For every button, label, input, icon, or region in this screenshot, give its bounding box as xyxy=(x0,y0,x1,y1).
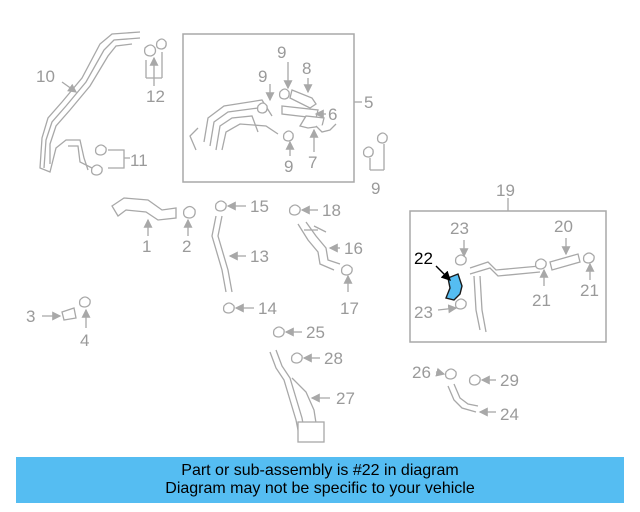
hose-1 xyxy=(111,197,177,221)
callout-11: 11 xyxy=(130,151,148,170)
clamp-25 xyxy=(272,326,285,338)
callout-28: 28 xyxy=(324,349,343,368)
pipe-assembly-10 xyxy=(39,31,141,173)
callout-9: 9 xyxy=(284,157,293,176)
hose-16 xyxy=(297,221,341,271)
callout-18: 18 xyxy=(322,201,341,220)
clamp-28 xyxy=(290,352,303,364)
hose-assembly-19 xyxy=(454,252,595,333)
subassembly-box-19 xyxy=(409,210,607,343)
pipe-assembly-27 xyxy=(269,349,325,443)
callout-25: 25 xyxy=(306,323,325,342)
banner-line-part: Part or sub-assembly is #22 in diagram xyxy=(181,462,459,479)
callout-22-highlighted: 22 xyxy=(414,249,433,268)
callout-19: 19 xyxy=(496,181,515,200)
clamp-9-right xyxy=(362,132,388,158)
clamp-12 xyxy=(143,38,167,57)
callout-9: 9 xyxy=(258,67,267,86)
leader-lines xyxy=(42,52,595,417)
plug-3 xyxy=(61,307,77,321)
info-banner: Part or sub-assembly is #22 in diagram D… xyxy=(16,457,624,503)
clamp-2 xyxy=(182,205,196,219)
clamp-4 xyxy=(78,296,91,308)
callout-15: 15 xyxy=(250,197,269,216)
callout-20: 20 xyxy=(554,217,573,236)
clamp-18 xyxy=(288,204,301,216)
callout-9: 9 xyxy=(277,43,286,62)
callout-26: 26 xyxy=(412,363,431,382)
callout-13: 13 xyxy=(250,247,269,266)
subassembly-box-5 xyxy=(182,33,355,183)
callout-9: 9 xyxy=(371,179,380,198)
clamp-17 xyxy=(340,264,353,276)
callout-17: 17 xyxy=(340,299,359,318)
clamp-11 xyxy=(90,144,107,176)
callout-3: 3 xyxy=(26,307,35,326)
callout-10: 10 xyxy=(36,67,55,86)
clamp-26 xyxy=(444,368,457,380)
callout-24: 24 xyxy=(500,405,519,424)
callout-1: 1 xyxy=(142,237,151,256)
callout-23: 23 xyxy=(414,303,433,322)
callout-5: 5 xyxy=(364,93,373,112)
callout-23: 23 xyxy=(450,219,469,238)
hose-group-5 xyxy=(189,88,337,151)
callout-6: 6 xyxy=(328,105,337,124)
clamp-14 xyxy=(222,302,235,314)
clamp-15 xyxy=(214,200,227,212)
clamp-29 xyxy=(468,374,481,386)
hose-13 xyxy=(211,215,233,293)
hose-7a xyxy=(298,115,325,129)
callout-21: 21 xyxy=(532,291,551,310)
callout-7: 7 xyxy=(308,153,317,172)
callout-2: 2 xyxy=(182,237,191,256)
callout-16: 16 xyxy=(344,239,363,258)
callout-14: 14 xyxy=(258,299,277,318)
callout-21: 21 xyxy=(580,281,599,300)
callout-4: 4 xyxy=(80,331,89,350)
hose-24 xyxy=(447,383,479,413)
callout-8: 8 xyxy=(302,59,311,78)
banner-line-disclaimer: Diagram may not be specific to your vehi… xyxy=(165,480,475,497)
callout-12: 12 xyxy=(146,87,165,106)
hose-7b xyxy=(315,123,337,133)
callout-29: 29 xyxy=(500,371,519,390)
parts-diagram: 10 12 11 9 9 8 6 5 7 9 9 1 2 15 13 14 18… xyxy=(26,31,607,443)
hose-20 xyxy=(549,253,581,271)
callout-27: 27 xyxy=(336,389,355,408)
hose-8 xyxy=(289,89,317,109)
